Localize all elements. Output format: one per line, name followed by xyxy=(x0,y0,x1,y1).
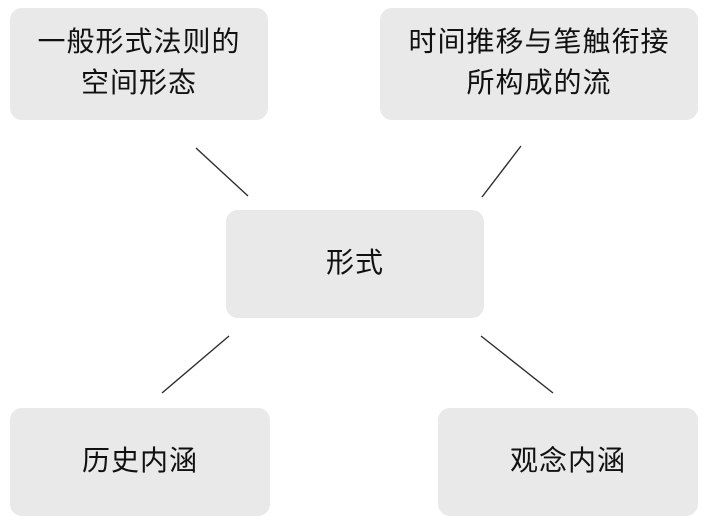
connector-center-to-bottomright xyxy=(480,335,554,394)
node-label: 历史内涵 xyxy=(81,445,198,477)
node-label: 观念内涵 xyxy=(509,445,626,477)
node-label: 形式 xyxy=(325,247,384,279)
node-conceptual-connotation: 观念内涵 xyxy=(438,408,698,516)
connector-topleft-to-center xyxy=(195,147,249,197)
node-time-brushstroke-flow: 时间推移与笔触衔接 所构成的流 xyxy=(380,8,698,120)
node-label-line: 空间形态 xyxy=(80,68,197,99)
node-form-center: 形式 xyxy=(226,210,484,318)
node-label-line: 一般形式法则的 xyxy=(37,27,241,59)
node-label-line: 时间推移与笔触衔接 xyxy=(408,27,670,59)
node-label-line: 所构成的流 xyxy=(466,68,612,99)
node-general-form-rules: 一般形式法则的 空间形态 xyxy=(10,8,268,120)
connector-center-to-bottomleft xyxy=(161,335,230,394)
connector-topright-to-center xyxy=(481,145,522,198)
node-historical-connotation: 历史内涵 xyxy=(10,408,270,516)
